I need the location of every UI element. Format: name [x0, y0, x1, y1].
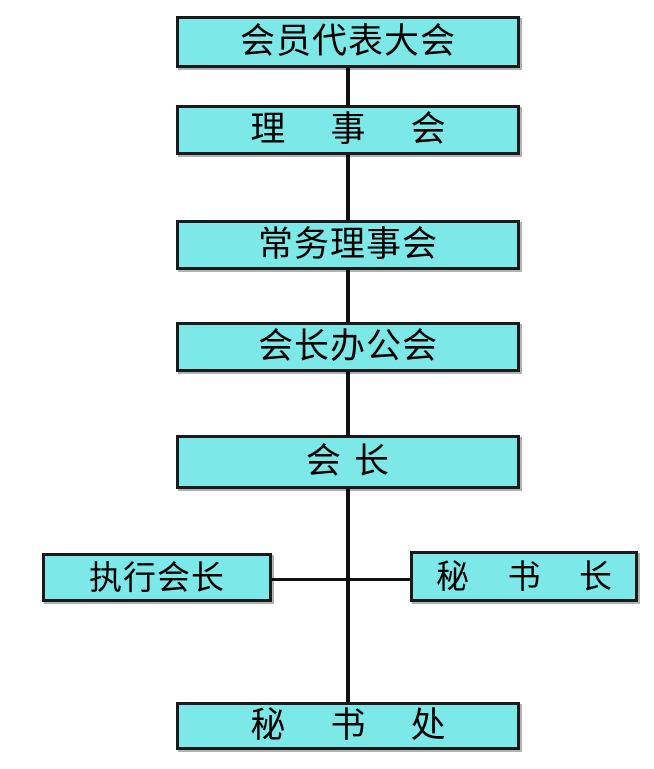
- node-standing-council[interactable]: 常务理事会: [176, 220, 520, 270]
- connector-council-to-standing-council: [346, 153, 350, 224]
- connector-president-to-secretariat: [346, 486, 350, 706]
- node-council[interactable]: 理 事 会: [176, 105, 520, 155]
- node-secretary-general[interactable]: 秘 书 长: [410, 551, 638, 602]
- node-label-council: 理 事 会: [250, 109, 463, 150]
- node-members-assembly[interactable]: 会员代表大会: [176, 16, 520, 68]
- connector-president-office-to-president: [346, 370, 350, 439]
- node-label-standing-council: 常务理事会: [257, 224, 438, 265]
- node-executive-president[interactable]: 执行会长: [42, 553, 272, 602]
- node-label-president-office: 会长办公会: [257, 326, 438, 367]
- node-label-secretariat: 秘 书 处: [250, 705, 463, 746]
- connector-standing-council-to-president-office: [346, 268, 350, 326]
- node-secretariat[interactable]: 秘 书 处: [176, 702, 520, 750]
- node-label-executive-president: 执行会长: [89, 558, 225, 597]
- node-label-members-assembly: 会员代表大会: [239, 21, 456, 62]
- connector-branch-horizontal: [270, 578, 414, 581]
- node-label-president: 会 长: [305, 441, 391, 482]
- node-label-secretary-general: 秘 书 长: [436, 557, 626, 596]
- connector-assembly-to-council: [346, 64, 350, 109]
- node-president[interactable]: 会 长: [176, 435, 520, 489]
- node-president-office[interactable]: 会长办公会: [176, 322, 520, 372]
